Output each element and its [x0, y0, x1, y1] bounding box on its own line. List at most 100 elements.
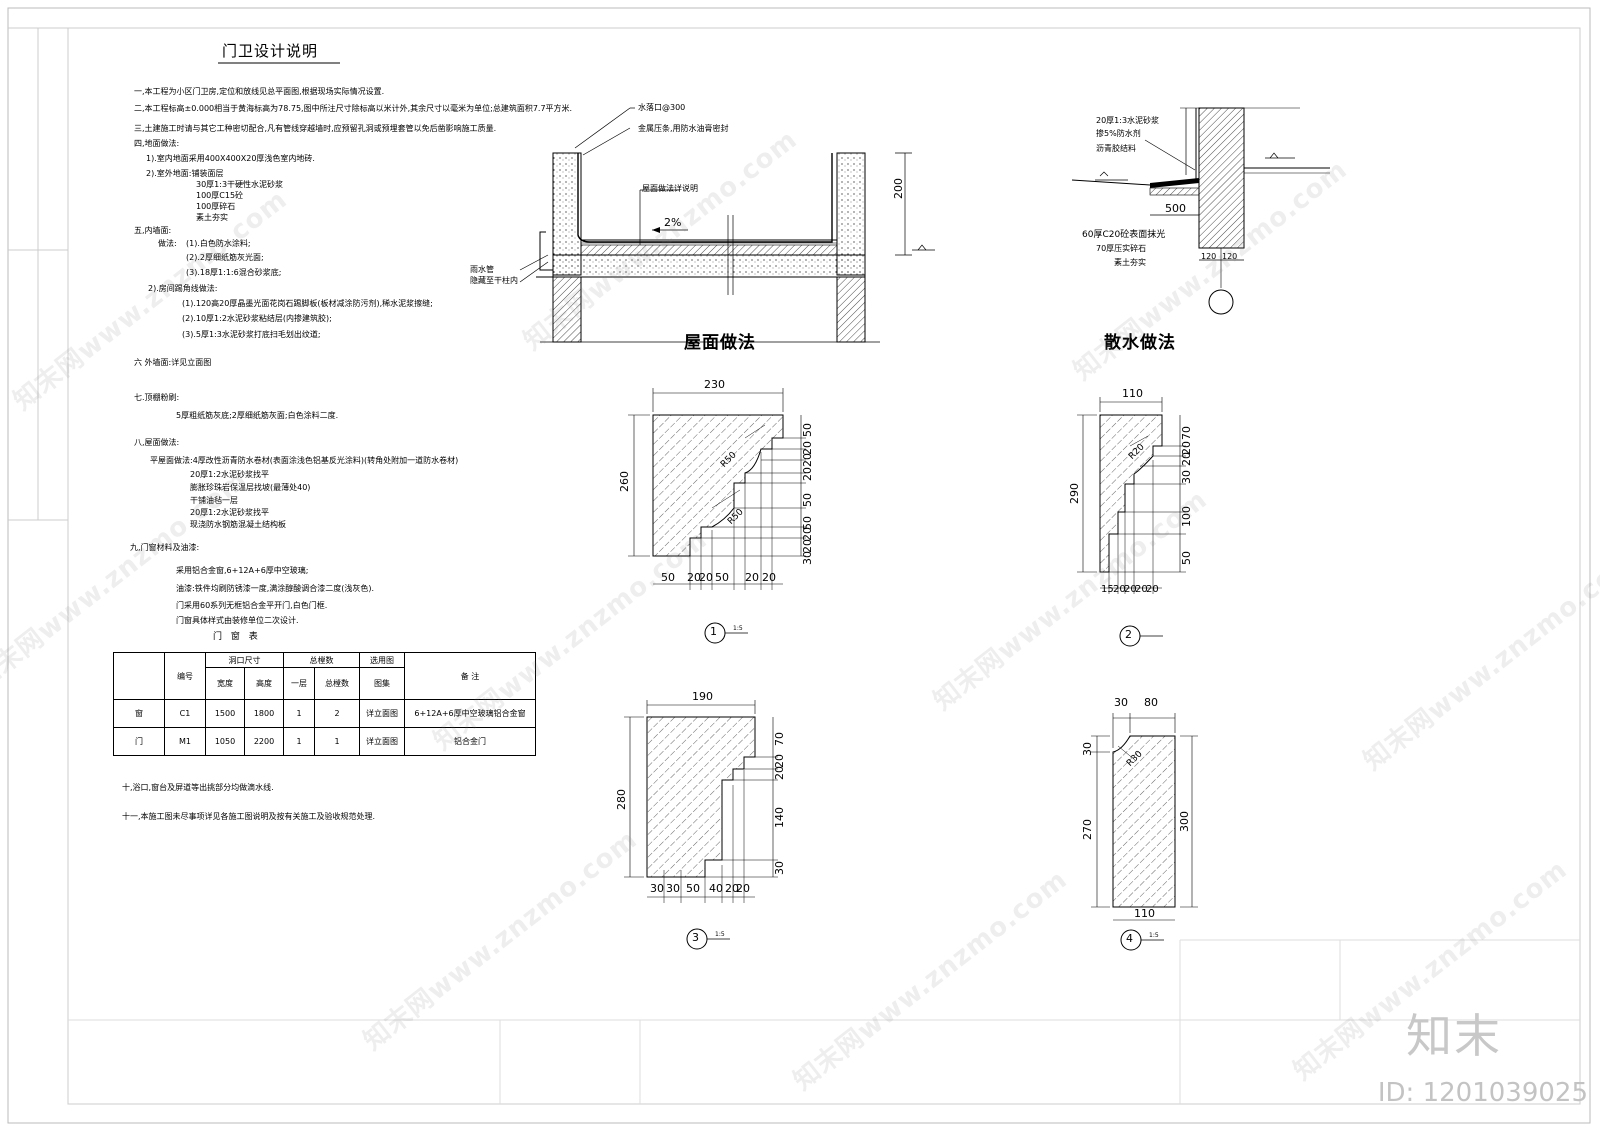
- p2-dim-bottom: 15: [1101, 584, 1114, 595]
- note-line: 膨胀珍珠岩保温层找坡(最薄处40): [190, 483, 311, 492]
- profile-1: [628, 388, 806, 644]
- p1-dim-bottom: 20: [762, 571, 776, 584]
- p3-dim-bottom: 50: [686, 882, 700, 895]
- roof-dim-200: 200: [892, 178, 905, 199]
- door-window-table: 编号 洞口尺寸 总樘数 选用图 备 注 宽度 高度 一层 总樘数 图集 窗 C1…: [113, 652, 536, 756]
- note-line: 平屋面做法:4厚改性沥青防水卷材(表面涂浅色铝基反光涂料)(转角处附加一道防水卷…: [150, 456, 459, 465]
- profile-3: [624, 700, 778, 950]
- p2-dim-right: 70: [1180, 426, 1193, 440]
- note-line: 采用铝合金窗,6+12A+6厚中空玻璃;: [176, 566, 309, 575]
- apron-dim-120b: 120: [1222, 252, 1238, 261]
- note-line: 30厚1:3干硬性水泥砂浆: [196, 180, 284, 189]
- note-line: (2).2厚细纸筋灰光面;: [186, 253, 264, 262]
- p3-number: 3: [692, 931, 699, 944]
- note-line: 八,屋面做法:: [134, 438, 180, 447]
- p4-scale: 1:5: [1149, 932, 1159, 939]
- apron-dim-120a: 120: [1201, 252, 1217, 261]
- header-select-drawing: 选用图: [359, 652, 405, 668]
- apron-dim-500: 500: [1165, 202, 1186, 215]
- note-line: (1).120高20厚晶墨光面花岗石踢脚板(板材减涂防污剂),稀水泥浆擦缝;: [182, 299, 433, 308]
- page-title: 门卫设计说明: [222, 42, 319, 60]
- roof-label-pipe: 雨水管: [470, 265, 494, 274]
- p1-dim-right: 20: [801, 453, 814, 467]
- header-opening-size: 洞口尺寸: [205, 652, 284, 668]
- p4-dim-top: 80: [1144, 696, 1158, 709]
- roof-label-drain: 水落口@300: [638, 103, 686, 112]
- note-line: 九,门窗材料及油漆:: [130, 543, 200, 552]
- p1-dim-top: 230: [704, 378, 725, 391]
- p4-dim-bottom: 110: [1134, 907, 1155, 920]
- brand-logo: 知末: [1406, 1009, 1502, 1063]
- apron-label-2: 掺5%防水剂: [1096, 129, 1141, 138]
- apron-label-3: 沥青胶结料: [1096, 144, 1136, 153]
- apron-label-4: 60厚C20砼表面抹光: [1082, 230, 1166, 240]
- p3-dim-right: 70: [773, 732, 786, 746]
- note-line: 四,地面做法:: [134, 139, 180, 148]
- table-row: 门 M1 1050 2200 1 1 详立面图 铝合金门: [113, 727, 536, 756]
- p1-dim-bottom: 20: [745, 571, 759, 584]
- roof-section: [519, 107, 935, 343]
- note-line: (2).10厚1:2水泥砂浆粘结层(内掺建筑胶);: [182, 314, 332, 323]
- p2-dim-right: 20: [1180, 452, 1193, 466]
- note-line: 1).室内地面采用400X400X20厚浅色室内地砖.: [146, 154, 315, 163]
- p1-dim-bottom: 50: [715, 571, 729, 584]
- header-floor1: 一层: [283, 667, 315, 700]
- note-line: 2).房间踢角线做法:: [148, 284, 218, 293]
- p2-dim-bottom: 20: [1113, 584, 1126, 595]
- header-total-count: 总樘数: [314, 667, 360, 700]
- p3-dim-right: 20: [773, 766, 786, 780]
- note-line: 油漆:铁件均刷防锈漆一度,满涂醇酸调合漆二度(浅灰色).: [176, 584, 375, 593]
- header-width: 宽度: [205, 667, 245, 700]
- note-line: 20厚1:2水泥砂浆找平: [190, 508, 270, 517]
- p3-scale: 1:5: [715, 931, 725, 938]
- p3-dim-bottom: 30: [650, 882, 664, 895]
- p1-dim-left: 260: [618, 471, 631, 492]
- note-line: 素土夯实: [196, 213, 228, 222]
- roof-label-metal: 金属压条,用防水油膏密封: [638, 124, 729, 133]
- note-line: 100厚C15砼: [196, 191, 244, 200]
- image-id: ID: 1201039025: [1377, 1078, 1588, 1108]
- note-line: 100厚碎石: [196, 202, 236, 211]
- note-line: 五,内墙面:: [134, 226, 172, 235]
- note-line: 门采用60系列无框铝合金平开门,白色门框.: [176, 601, 328, 610]
- header-remarks: 备 注: [404, 652, 536, 700]
- apron-label-1: 20厚1:3水泥砂浆: [1096, 116, 1160, 125]
- table-caption: 门 窗 表: [213, 632, 261, 642]
- note-line: 十,浴口,窗台及屏道等出挑部分均做滴水线.: [122, 783, 274, 792]
- p1-dim-right: 50: [801, 423, 814, 437]
- apron-label-5: 70厚压实碎石: [1096, 244, 1147, 253]
- profile-4: [1091, 713, 1198, 951]
- note-line: 六 外墙面:详见立面图: [134, 358, 212, 367]
- apron-section: [1071, 107, 1330, 315]
- table-row: 窗 C1 1500 1800 1 2 详立面图 6+12A+6厚中空玻璃铝合金窗: [113, 699, 536, 728]
- p4-number: 4: [1126, 932, 1133, 945]
- p2-dim-right: 30: [1180, 470, 1193, 484]
- note-line: 干铺油毡一层: [190, 496, 238, 505]
- p4-dim-left-top: 30: [1081, 742, 1094, 756]
- p4-dim-top: 30: [1114, 696, 1128, 709]
- p2-dim-right: 50: [1180, 551, 1193, 565]
- note-line: 三,土建施工时请与其它工种密切配合,凡有管线穿越墙时,应预留孔洞或预埋套管以免后…: [134, 124, 497, 133]
- p3-dim-right: 30: [773, 861, 786, 875]
- note-line: 七.顶棚粉刷:: [134, 393, 180, 402]
- apron-caption: 散水做法: [1104, 333, 1176, 353]
- p2-dim-bottom: 20: [1135, 584, 1148, 595]
- p2-dim-bottom: 20: [1124, 584, 1137, 595]
- roof-label-layers: 屋面做法详说明: [642, 184, 698, 193]
- apron-label-6: 素土夯实: [1114, 258, 1146, 267]
- roof-label-hidden: 隐藏至干柱内: [470, 276, 518, 285]
- p4-dim-right: 300: [1178, 811, 1191, 832]
- p2-dim-left: 290: [1068, 483, 1081, 504]
- p3-dim-right: 140: [773, 807, 786, 828]
- p1-dim-bottom: 50: [661, 571, 675, 584]
- p3-dim-bottom: 20: [725, 882, 739, 895]
- p1-dim-bottom: 20: [687, 571, 701, 584]
- note-line: (3).5厚1:3水泥砂浆打底扫毛划出纹道;: [182, 330, 321, 339]
- p1-scale: 1:5: [733, 625, 743, 632]
- p3-dim-bottom: 30: [666, 882, 680, 895]
- note-line: 一,本工程为小区门卫房,定位和放线见总平面图,根据现场实际情况设置.: [134, 87, 385, 96]
- header-total: 总樘数: [283, 652, 360, 668]
- header-height: 高度: [244, 667, 284, 700]
